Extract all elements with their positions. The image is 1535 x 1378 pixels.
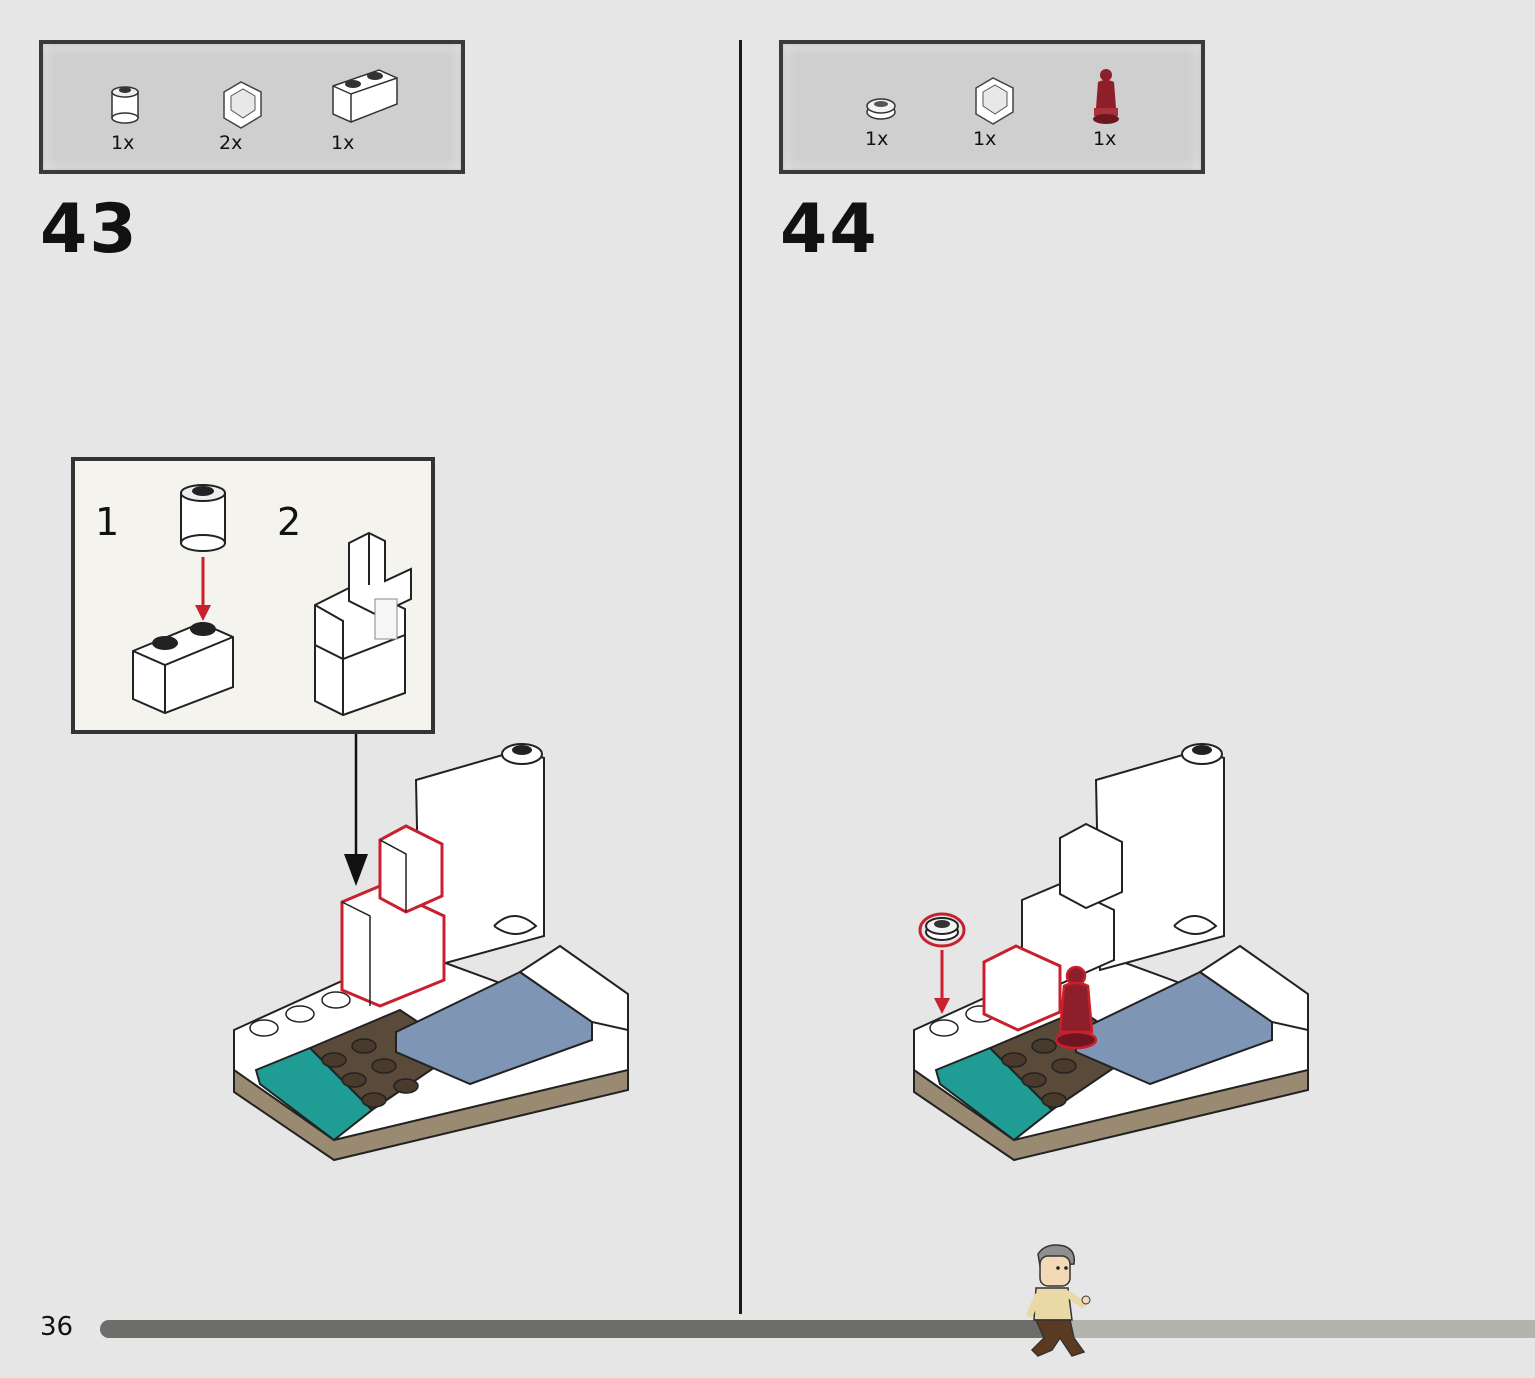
progress-bar — [100, 1320, 1535, 1338]
part-qty: 1x — [1093, 128, 1117, 150]
parts-list-step-44: 1x 1x 1x — [779, 40, 1205, 174]
corner-panel-white-icon — [223, 81, 262, 129]
step-44-model-illustration — [913, 743, 1309, 1162]
step-number: 44 — [780, 190, 879, 269]
page-number: 36 — [40, 1312, 74, 1342]
substep-number: 2 — [277, 500, 302, 544]
substep-callout: 1 2 — [71, 457, 435, 734]
part-qty: 2x — [219, 132, 243, 154]
substep-number: 1 — [95, 500, 120, 544]
part-qty: 1x — [111, 132, 135, 154]
part-qty: 1x — [331, 132, 355, 154]
substep-2-illustration — [314, 531, 412, 717]
statuette-dark-red-icon — [1093, 69, 1119, 124]
substep-1-illustration — [132, 484, 234, 715]
part-qty: 1x — [973, 128, 997, 150]
corner-panel-white-icon — [975, 77, 1014, 125]
round-brick-1x1-white-icon — [111, 86, 139, 124]
brick-1x2-white-icon — [332, 69, 398, 123]
step-43-model-illustration — [233, 743, 629, 1162]
progress-bar-fill — [100, 1320, 1048, 1338]
callout-arrow — [344, 734, 368, 886]
round-plate-white-icon — [866, 98, 896, 120]
page-divider — [739, 40, 742, 1314]
parts-list-step-43: 1x 2x 1x — [39, 40, 465, 174]
minifigure-walking-icon — [1026, 1244, 1091, 1357]
step-number: 43 — [40, 190, 139, 269]
part-qty: 1x — [865, 128, 889, 150]
